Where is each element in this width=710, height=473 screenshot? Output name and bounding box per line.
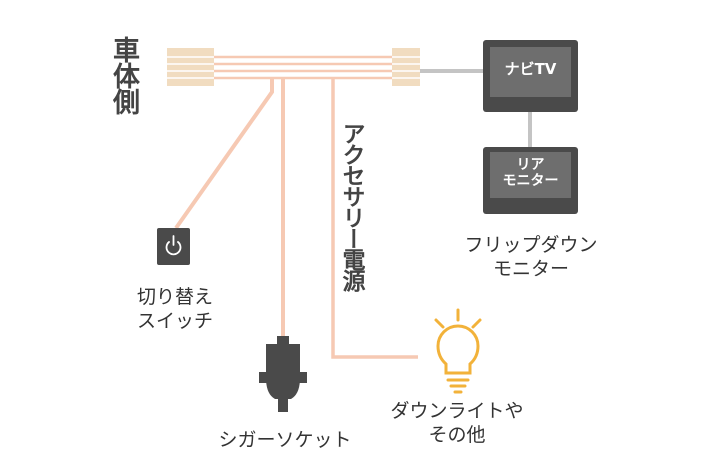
right-connector — [392, 48, 420, 86]
navi-tv-label: ナビTV — [504, 60, 557, 78]
accessory-power-label: アクセサリー電源 — [338, 122, 364, 290]
cable-accessory-power — [331, 78, 418, 359]
rear-monitor-device — [483, 147, 578, 214]
main-harness — [214, 55, 392, 80]
cigar-plug-icon — [259, 336, 307, 412]
flip-down-monitor-label: フリップダウン モニター — [464, 234, 598, 280]
vehicle-side-label: 車体側 — [108, 36, 139, 114]
switch-device — [157, 228, 190, 265]
cigar-socket-label: シガーソケット — [218, 429, 352, 451]
lightbulb-icon — [434, 308, 482, 394]
left-connector — [167, 48, 214, 86]
power-icon — [165, 235, 182, 256]
switch-label: 切り替え スイッチ — [136, 286, 213, 332]
downlight-label: ダウンライトや その他 — [390, 400, 524, 446]
navi-tv-device — [483, 40, 578, 112]
cable-to-switch — [174, 78, 274, 230]
rear-monitor-label: リア モニター — [502, 157, 559, 190]
